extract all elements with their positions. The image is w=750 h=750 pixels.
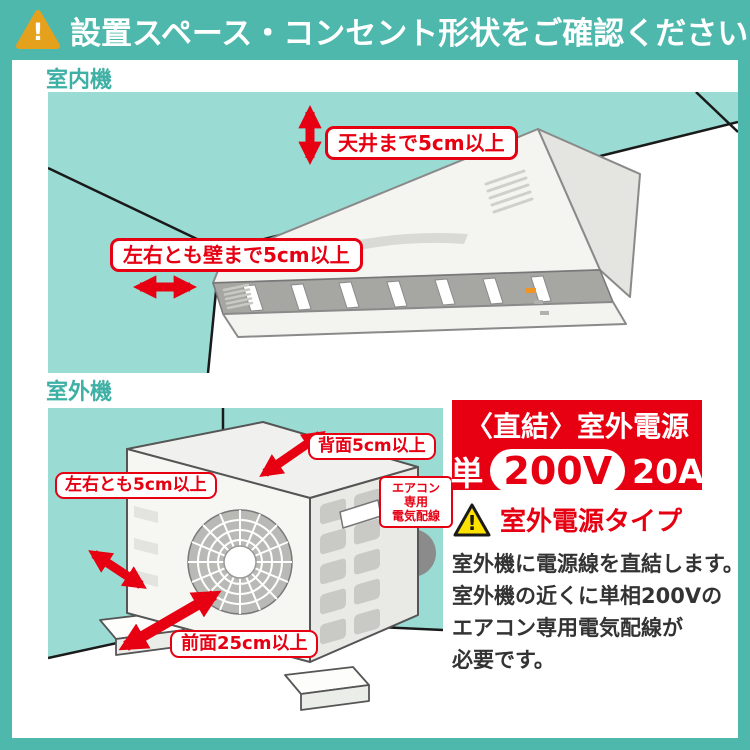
dedicated-wiring-label: エアコン 専用 電気配線	[379, 476, 453, 529]
power-description-line: エアコン専用電気配線が	[452, 616, 683, 640]
vent-slats-right	[484, 169, 534, 214]
wall-clearance-label: 左右とも壁まで5cm以上	[110, 238, 363, 272]
side-clearance-label: 左右とも5cm以上	[55, 472, 217, 499]
louver-fins	[242, 275, 552, 312]
indicator-lights	[525, 288, 549, 315]
frame-border-bottom	[0, 738, 750, 750]
svg-text:!: !	[33, 18, 44, 46]
voltage-badge: 200V	[490, 449, 626, 493]
warning-triangle-icon: !	[16, 10, 60, 49]
header-bar: ! 設置スペース・コンセント形状をご確認ください	[0, 0, 750, 60]
section-label-outdoor: 室外機	[46, 380, 113, 405]
side-vent-slots	[320, 488, 380, 645]
front-clearance-arrow	[118, 590, 222, 651]
power-type-row: ! 室外電源タイプ	[452, 501, 738, 538]
frame-border-right	[738, 60, 750, 750]
power-description-line: 室外機の近くに単相200Vの	[452, 584, 723, 608]
power-header-block: 〈直結〉室外電源 単 200V 20A	[450, 400, 704, 493]
power-spec-row: 単 200V 20A	[450, 447, 704, 495]
amperage-value: 20A	[632, 451, 704, 491]
front-flap-line	[348, 233, 468, 251]
wiring-label-line: エアコン	[391, 481, 440, 495]
power-description-line: 室外機に電源線を直結します。	[452, 552, 744, 576]
power-phase: 単	[450, 454, 484, 493]
front-clearance-label: 前面25cm以上	[170, 630, 319, 658]
power-type-heading: 室外電源タイプ	[500, 507, 683, 537]
side-clearance-arrow-outdoor	[88, 550, 147, 589]
vent-slats-left	[222, 283, 254, 310]
warning-triangle-icon: !	[453, 503, 491, 536]
svg-text:!: !	[467, 511, 476, 535]
section-label-indoor: 室内機	[46, 68, 113, 93]
power-panel: 〈直結〉室外電源 単 200V 20A ! 室外電源タイプ 室外機に電源線を直結…	[450, 400, 744, 676]
fan-grille	[187, 509, 293, 615]
wiring-label-line: 専用	[403, 495, 428, 510]
page-title: 設置スペース・コンセント形状をご確認ください	[70, 15, 749, 52]
back-clearance-label: 背面5cm以上	[308, 433, 436, 460]
power-title: 〈直結〉室外電源	[464, 410, 689, 443]
wiring-label-line: 電気配線	[391, 509, 440, 524]
ceiling-clearance-label: 天井まで5cm以上	[325, 126, 518, 160]
frame-border-left	[0, 60, 12, 750]
power-description-line: 必要です。	[452, 648, 555, 672]
power-description: 室外機に電源線を直結します。 室外機の近くに単相200Vの エアコン専用電気配線…	[452, 548, 744, 676]
air-deflector	[222, 301, 627, 338]
